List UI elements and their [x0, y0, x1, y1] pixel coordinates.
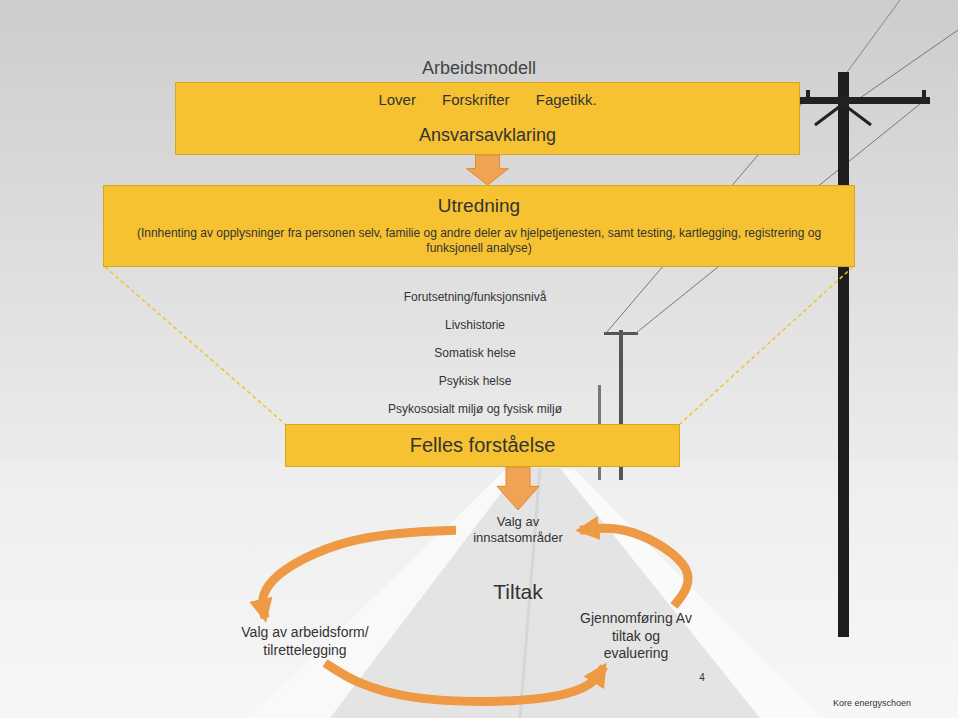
utility-pole	[838, 72, 849, 637]
cycle-arrow	[263, 530, 456, 618]
cycle-arrow	[580, 528, 688, 606]
node-heading: Valg av innsatsområder	[462, 514, 574, 547]
assessment-area: Livshistorie	[445, 318, 505, 332]
node-heading: Lover Forskrifter Fagetikk.	[186, 91, 789, 110]
cycle-arrow	[325, 663, 604, 701]
assessment-area: Psykisk helse	[439, 374, 512, 388]
wire	[860, 30, 958, 98]
cycle-center-label: Tiltak	[493, 580, 542, 604]
insulator	[806, 90, 810, 98]
page-number: 4	[699, 672, 705, 683]
shared-understanding-box: Felles forståelse	[285, 424, 680, 467]
funnel-line	[105, 267, 853, 424]
distant-pole	[604, 332, 638, 335]
cycle-step: Valg av innsatsområder	[456, 510, 580, 551]
node-body: Ansvarsavklaring	[186, 124, 789, 147]
node-heading: Felles forståelse	[296, 433, 669, 458]
snow-field	[0, 462, 958, 718]
assessment-area: Psykososialt miljø og fysisk miljø	[388, 402, 562, 416]
assessment-box: Utredning (Innhenting av opplysninger fra…	[103, 185, 855, 267]
framework-band: Lover Forskrifter Fagetikk. Ansvarsavklar…	[175, 82, 800, 155]
assessment-area: Forutsetning/funksjonsnivå	[404, 290, 547, 304]
diagram-title: Arbeidsmodell	[422, 58, 536, 79]
pole-brace	[843, 104, 871, 125]
block-arrow	[467, 155, 509, 185]
pole-brace	[815, 104, 843, 125]
node-body: (Innhenting av opplysninger fra personen…	[116, 226, 842, 256]
node-heading: Utredning	[116, 194, 842, 218]
cycle-step: Gjennomføring Av tiltak og evaluering	[574, 606, 698, 667]
node-heading: Valg av arbeidsform/ tilrettelegging	[230, 624, 380, 659]
block-arrow	[497, 467, 539, 510]
node-heading: Gjennomføring Av tiltak og evaluering	[580, 610, 692, 663]
pole-crossbar	[798, 97, 930, 104]
assessment-area: Somatisk helse	[434, 346, 515, 360]
insulator	[922, 90, 926, 98]
photo-credit: Kore energyschoen	[833, 698, 911, 708]
snow-bank	[250, 468, 520, 718]
cycle-step: Valg av arbeidsform/ tilrettelegging	[224, 620, 386, 663]
wire	[845, 0, 900, 75]
sky	[0, 0, 958, 470]
